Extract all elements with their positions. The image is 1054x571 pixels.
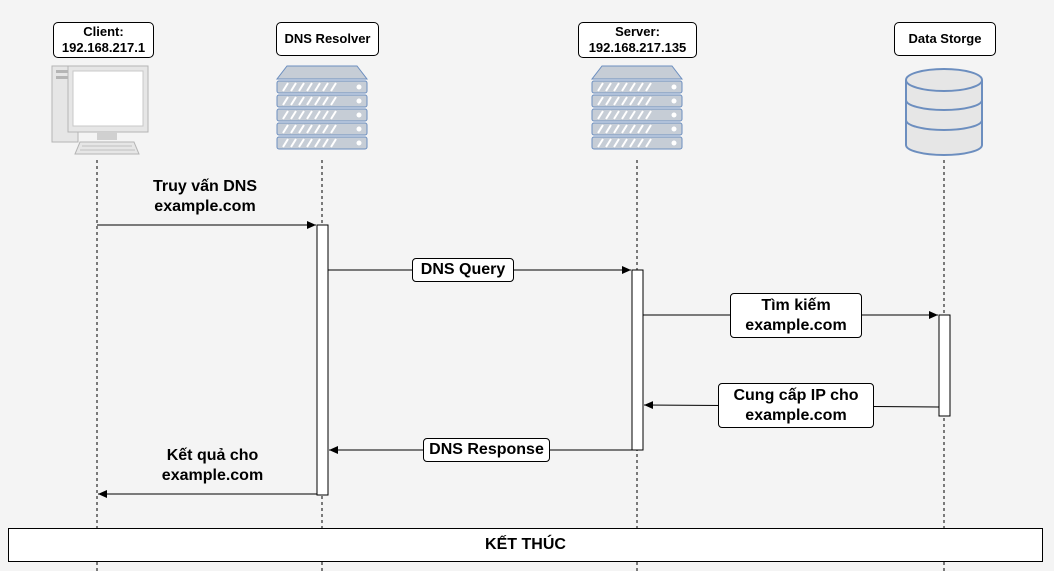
end-bar: KẾT THÚC [8, 528, 1043, 562]
message-dns-response-label: DNS Response [423, 438, 550, 462]
participant-server-label: Server: 192.168.217.135 [578, 22, 697, 58]
participant-storage-line1: Data Storge [908, 31, 982, 46]
activation-resolver [316, 224, 329, 496]
message-provide-ip-label: Cung cấp IP cho example.com [718, 383, 874, 428]
server-rack-icon [275, 65, 369, 150]
message-query-line1: Truy vấn DNS [152, 178, 258, 195]
message-result-label: Kết quả cho example.com [140, 446, 285, 486]
participant-server-line1: Server: [615, 24, 660, 39]
message-query-line2: example.com [154, 198, 256, 215]
participant-server-line2: 192.168.217.135 [588, 40, 687, 55]
database-icon [905, 68, 983, 156]
end-label: KẾT THÚC [485, 536, 566, 553]
server-rack-icon [590, 65, 684, 150]
message-result-line2: example.com [161, 467, 264, 484]
participant-client-line2: 192.168.217.1 [61, 40, 146, 55]
participant-storage-label: Data Storge [894, 22, 996, 56]
message-search-label: Tìm kiếm example.com [730, 293, 862, 338]
message-dns-query-label: DNS Query [412, 258, 514, 282]
message-provide-ip-line1: Cung cấp IP cho [733, 386, 859, 404]
message-provide-ip-line2: example.com [745, 406, 847, 424]
message-dns-query-text: DNS Query [420, 261, 506, 278]
message-dns-response-text: DNS Response [429, 441, 544, 458]
participant-resolver-line1: DNS Resolver [284, 31, 371, 46]
participant-client-label: Client: 192.168.217.1 [53, 22, 154, 58]
desktop-computer-icon [51, 65, 149, 155]
message-search-line1: Tìm kiếm [761, 296, 831, 314]
activation-storage [938, 314, 951, 417]
participant-resolver-label: DNS Resolver [276, 22, 379, 56]
activation-server [631, 269, 644, 451]
message-search-line2: example.com [745, 316, 847, 334]
participant-client-line1: Client: [83, 24, 124, 39]
message-result-line1: Kết quả cho [166, 447, 259, 464]
message-query-label: Truy vấn DNS example.com [135, 177, 275, 217]
